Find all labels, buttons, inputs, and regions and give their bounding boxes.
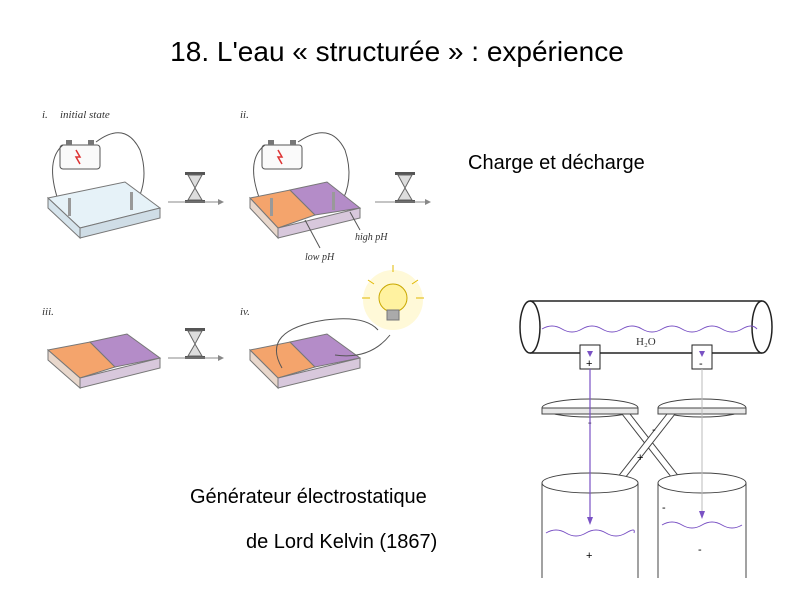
battery-icon [59,140,101,170]
water-tray-separated [46,333,162,390]
h2o-label: H₂O [636,336,656,348]
hourglass-icon [185,172,205,203]
wire-plus: + [637,452,643,464]
water-tray-initial [46,181,162,240]
nozzle-right-minus: - [699,358,703,370]
low-ph-label: low pH [305,252,335,263]
water-tray-charged [249,181,362,240]
panel-iv-label: iv. [240,306,250,318]
battery-icon-2 [261,140,303,170]
charge-caption: Charge et décharge [468,152,645,174]
nozzle-left-plus: + [586,358,592,370]
water-experiment-illustration: i. initial state ii. low p [42,109,431,390]
hourglass-icon-3 [185,328,205,359]
light-bulb-icon [362,265,424,330]
bucket-right-minus: - [662,502,666,514]
cross-wires [615,413,682,479]
panel-i-state-label: initial state [60,109,110,121]
drip-lines [587,351,705,525]
water-pipe [519,300,773,354]
generator-caption-line2: de Lord Kelvin (1867) [246,531,438,553]
page-title: 18. L'eau « structurée » : expérience [170,36,624,67]
kelvin-generator-diagram: H₂O + - - - + + - - [519,300,773,578]
generator-caption-line1: Générateur électrostatique [190,486,427,508]
panel-iii-label: iii. [42,306,54,318]
hourglass-icon-2 [395,172,415,203]
panel-i-label: i. [42,109,48,121]
bucket-right-minus-2: - [698,544,702,556]
nozzle-left: + [579,344,601,370]
high-ph-label: high pH [355,232,388,243]
panel-ii-label: ii. [240,109,249,121]
water-tray-discharge [248,333,362,390]
bucket-left-plus: + [586,550,592,562]
wire-minus: - [652,424,656,436]
nozzle-right: - [691,344,713,370]
